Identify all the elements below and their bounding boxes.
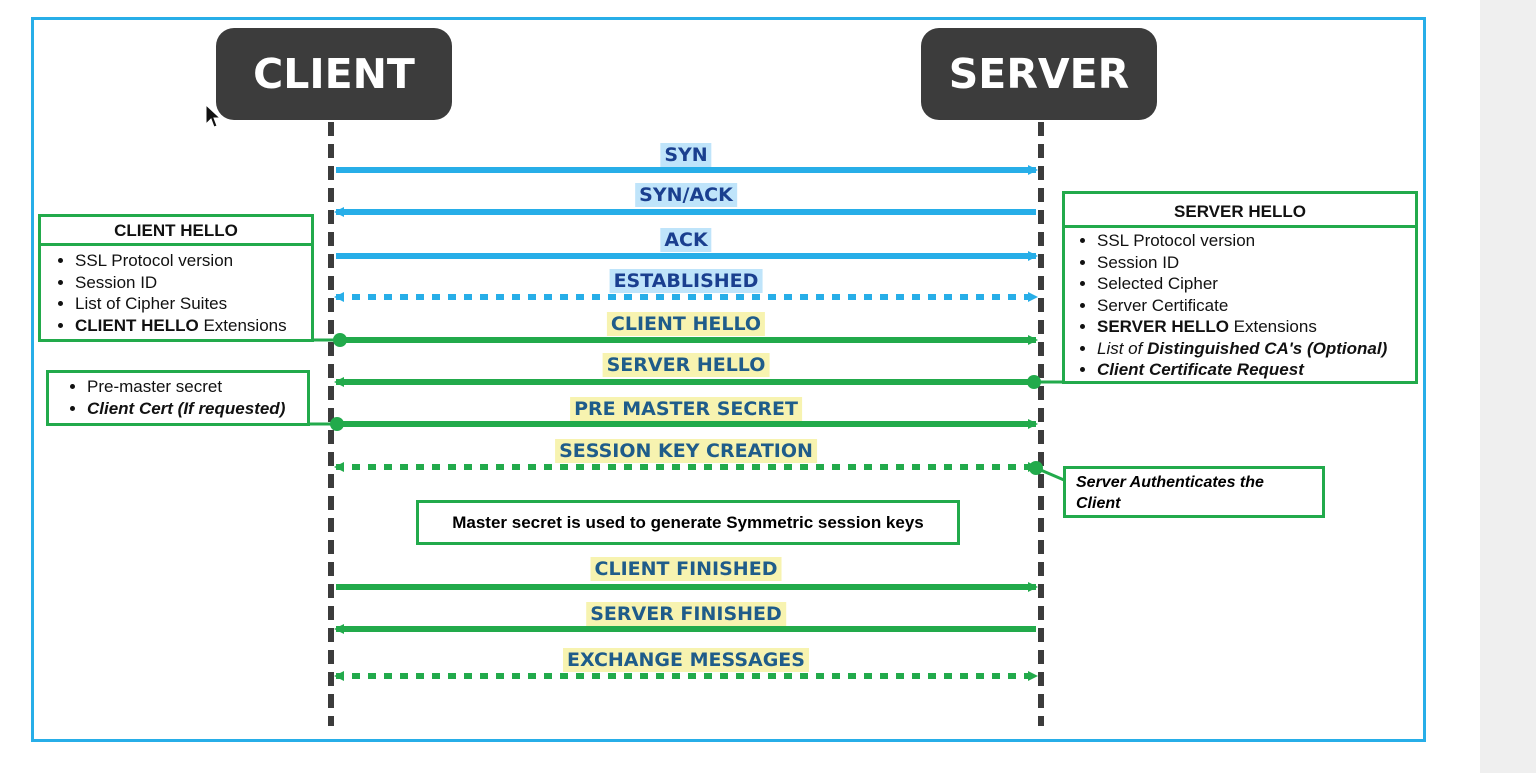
ca-prefix: List of <box>1097 338 1148 358</box>
server-auth-dot <box>1029 461 1043 475</box>
mouse-cursor-icon <box>205 104 221 128</box>
ca-suffix: 's (Optional) <box>1288 338 1388 358</box>
message-label: ESTABLISHED <box>609 269 763 293</box>
client-hello-ext-bold: CLIENT HELLO <box>75 315 199 335</box>
server-hello-item: Selected Cipher <box>1097 273 1409 295</box>
server-hello-item: List of Distinguished CA's (Optional) <box>1097 338 1409 360</box>
diagram-frame <box>31 17 1426 742</box>
message-arrows <box>334 165 1038 681</box>
message-label: EXCHANGE MESSAGES <box>563 648 809 672</box>
message-label: SERVER FINISHED <box>586 602 786 626</box>
server-hello-note-title: SERVER HELLO <box>1065 194 1415 228</box>
premaster-item: Pre-master secret <box>87 376 301 398</box>
premaster-dot <box>330 417 344 431</box>
client-actor: CLIENT <box>216 28 452 120</box>
message-label: SYN <box>660 143 712 167</box>
client-hello-item: List of Cipher Suites <box>75 293 305 315</box>
message-label: SESSION KEY CREATION <box>555 439 817 463</box>
server-hello-ext-bold: SERVER HELLO <box>1097 317 1229 336</box>
message-label: SERVER HELLO <box>602 353 770 377</box>
client-hello-note: CLIENT HELLO SSL Protocol version Sessio… <box>38 214 314 342</box>
side-panel <box>1480 0 1536 773</box>
server-hello-item: Session ID <box>1097 252 1409 274</box>
client-hello-note-title: CLIENT HELLO <box>41 217 311 246</box>
premaster-item: Client Cert (If requested) <box>87 398 301 420</box>
message-label: PRE MASTER SECRET <box>570 397 802 421</box>
server-hello-item: SERVER HELLO Extensions <box>1097 316 1409 338</box>
server-hello-ext-rest: Extensions <box>1228 317 1317 336</box>
client-hello-item: SSL Protocol version <box>75 250 305 272</box>
message-label: ACK <box>660 228 712 252</box>
server-hello-dot <box>1027 375 1041 389</box>
server-actor: SERVER <box>921 28 1157 120</box>
master-secret-note: Master secret is used to generate Symmet… <box>416 500 960 545</box>
ca-bold: Distinguished CA <box>1147 338 1289 358</box>
message-label: CLIENT HELLO <box>606 312 766 336</box>
server-hello-item: Server Certificate <box>1097 295 1409 317</box>
server-hello-item: Client Certificate Request <box>1097 359 1409 381</box>
client-hello-dot <box>333 333 347 347</box>
message-label: SYN/ACK <box>635 183 737 207</box>
server-hello-item: SSL Protocol version <box>1097 230 1409 252</box>
server-auth-note: Server Authenticates the Client <box>1063 466 1325 518</box>
client-hello-item: Session ID <box>75 272 305 294</box>
client-hello-ext-rest: Extensions <box>198 315 287 335</box>
premaster-note: Pre-master secret Client Cert (If reques… <box>46 370 310 426</box>
message-label: CLIENT FINISHED <box>590 557 782 581</box>
server-hello-note: SERVER HELLO SSL Protocol version Sessio… <box>1062 191 1418 384</box>
client-hello-item: CLIENT HELLO Extensions <box>75 315 305 337</box>
